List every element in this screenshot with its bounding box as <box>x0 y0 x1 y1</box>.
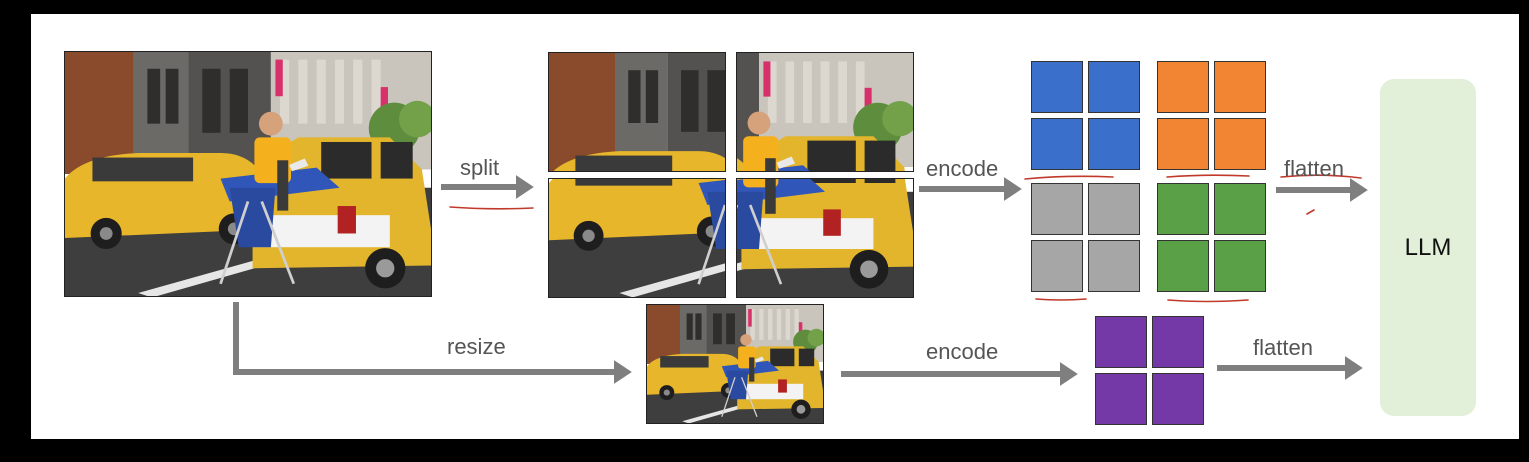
token-tile <box>1152 373 1204 425</box>
handwritten-underlines <box>449 174 1362 303</box>
split-crop-top-right <box>736 52 914 172</box>
token-tile <box>1031 183 1083 235</box>
encode-label-bottom: encode <box>926 339 999 364</box>
token-tile <box>1095 316 1147 368</box>
token-tile <box>1214 61 1266 113</box>
street-scene-picture <box>549 179 725 297</box>
diagram-canvas: split encode flatten resize encode flatt… <box>31 14 1519 439</box>
token-tile <box>1031 118 1083 170</box>
token-tile <box>1157 61 1209 113</box>
llm-label: LLM <box>1404 233 1452 261</box>
split-crop-top-left <box>548 52 726 172</box>
original-image <box>64 51 432 297</box>
resize-arrow <box>233 302 632 384</box>
resize-label: resize <box>447 334 506 359</box>
split-label: split <box>460 155 500 180</box>
street-scene-picture <box>647 305 823 423</box>
flatten-label-top: flatten <box>1284 156 1344 181</box>
llm-box: LLM <box>1380 79 1476 416</box>
street-scene-picture <box>737 53 913 171</box>
token-tile <box>1088 240 1140 292</box>
token-tile <box>1031 61 1083 113</box>
token-tile <box>1031 240 1083 292</box>
token-tile <box>1088 118 1140 170</box>
token-tile <box>1214 118 1266 170</box>
token-tile <box>1214 240 1266 292</box>
flatten-label-bottom: flatten <box>1253 335 1313 360</box>
split-crop-bottom-right <box>736 178 914 298</box>
token-tile <box>1152 316 1204 368</box>
street-scene-picture <box>65 52 431 296</box>
resized-image <box>646 304 824 424</box>
encode-label-top: encode <box>926 156 999 181</box>
token-tile <box>1157 240 1209 292</box>
street-scene-picture <box>549 53 725 171</box>
token-tile <box>1157 118 1209 170</box>
street-scene-picture <box>737 179 913 297</box>
token-tile <box>1214 183 1266 235</box>
token-tile <box>1088 183 1140 235</box>
split-crop-bottom-left <box>548 178 726 298</box>
token-tile <box>1088 61 1140 113</box>
token-tile <box>1095 373 1147 425</box>
token-tile <box>1157 183 1209 235</box>
arrows-layer <box>233 174 1368 386</box>
